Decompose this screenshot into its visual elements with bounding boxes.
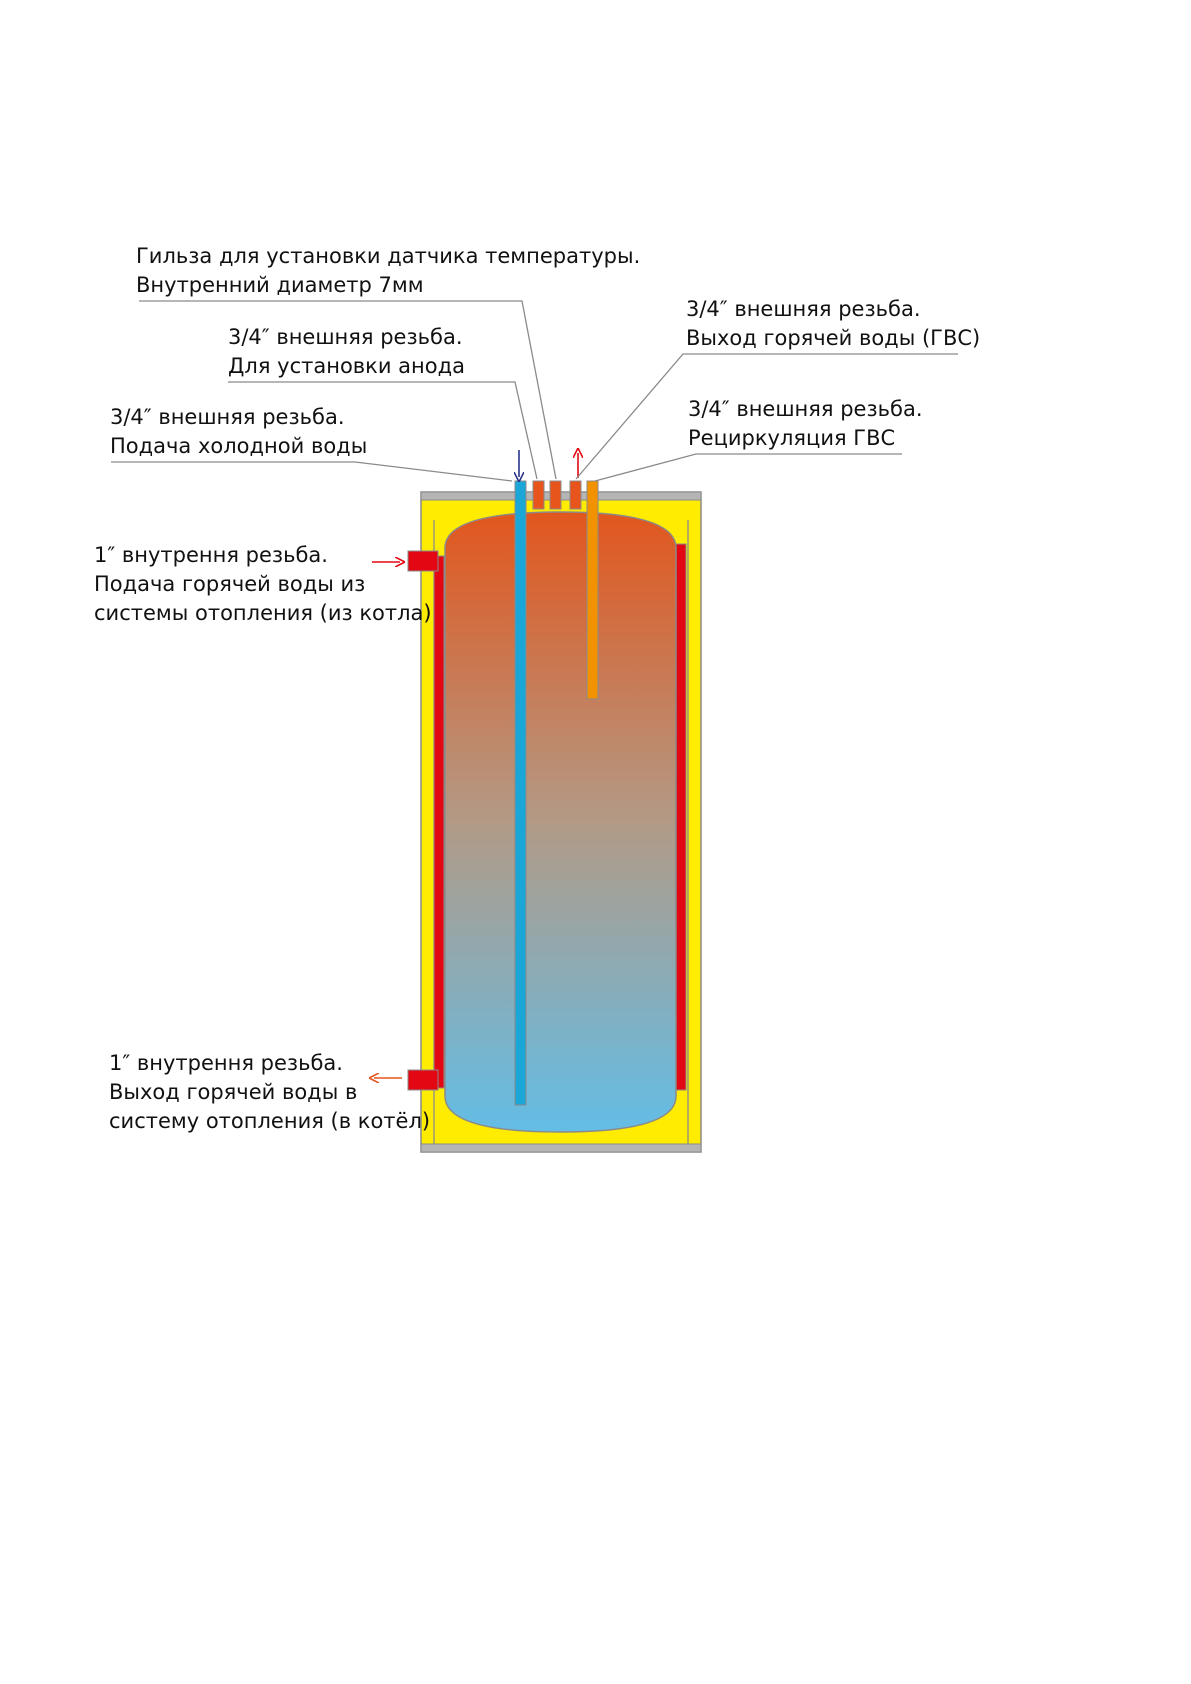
flow-arrows	[372, 450, 578, 1078]
label-anode-line2: Для установки анода	[228, 354, 465, 378]
label-recirculation-line2: Рециркуляция ГВС	[688, 426, 895, 450]
label-sensor-sleeve-line1: Гильза для установки датчика температуры…	[136, 244, 640, 268]
coil-right	[675, 543, 687, 1091]
label-cold-inlet-line2: Подача холодной воды	[110, 434, 367, 458]
label-heating-return-line3: систему отопления (в котёл)	[109, 1109, 430, 1133]
label-heating-return: 1″ внутрення резьба. Выход горячей воды …	[109, 1051, 430, 1133]
label-hot-outlet-line2: Выход горячей воды (ГВС)	[686, 326, 980, 350]
heating-return-nozzle	[407, 1069, 439, 1091]
leader-cold-inlet	[111, 461, 513, 482]
label-recirculation: 3/4″ внешняя резьба. Рециркуляция ГВС	[688, 397, 923, 450]
label-heating-return-line2: Выход горячей воды в	[109, 1080, 357, 1104]
label-heating-return-line1: 1″ внутрення резьба.	[109, 1051, 343, 1075]
label-heating-supply-line2: Подача горячей воды из	[94, 572, 365, 596]
heating-coil	[407, 543, 687, 1091]
label-recirculation-line1: 3/4″ внешняя резьба.	[688, 397, 923, 421]
coil-left	[433, 555, 445, 1089]
casing-bottom-plate	[420, 1143, 702, 1153]
cold-water-pipe	[514, 480, 527, 1106]
anode-fitting	[532, 480, 545, 510]
heating-supply-nozzle	[407, 550, 439, 572]
label-heating-supply-line3: системы отопления (из котла)	[94, 601, 432, 625]
leader-lines	[111, 300, 958, 482]
sensor-sleeve-fitting	[549, 480, 562, 510]
label-hot-outlet-line1: 3/4″ внешняя резьба.	[686, 297, 921, 321]
label-heating-supply-line1: 1″ внутрення резьба.	[94, 543, 328, 567]
recirculation-pipe	[586, 480, 599, 700]
leader-anode	[228, 381, 538, 480]
leader-recirculation	[594, 453, 902, 482]
label-sensor-sleeve-line2: Внутренний диаметр 7мм	[136, 273, 424, 297]
label-anode-line1: 3/4″ внешняя резьба.	[228, 325, 463, 349]
label-anode: 3/4″ внешняя резьба. Для установки анода	[228, 325, 465, 378]
label-cold-inlet: 3/4″ внешняя резьба. Подача холодной вод…	[110, 405, 367, 458]
hot-water-outlet-fitting	[569, 480, 582, 510]
label-cold-inlet-line1: 3/4″ внешняя резьба.	[110, 405, 345, 429]
leader-sensor-sleeve	[139, 300, 557, 480]
inner-tank	[444, 511, 677, 1133]
label-hot-outlet: 3/4″ внешняя резьба. Выход горячей воды …	[686, 297, 980, 350]
leader-hot-outlet	[575, 353, 958, 480]
label-sensor-sleeve: Гильза для установки датчика температуры…	[136, 244, 640, 297]
label-heating-supply: 1″ внутрення резьба. Подача горячей воды…	[94, 543, 432, 625]
